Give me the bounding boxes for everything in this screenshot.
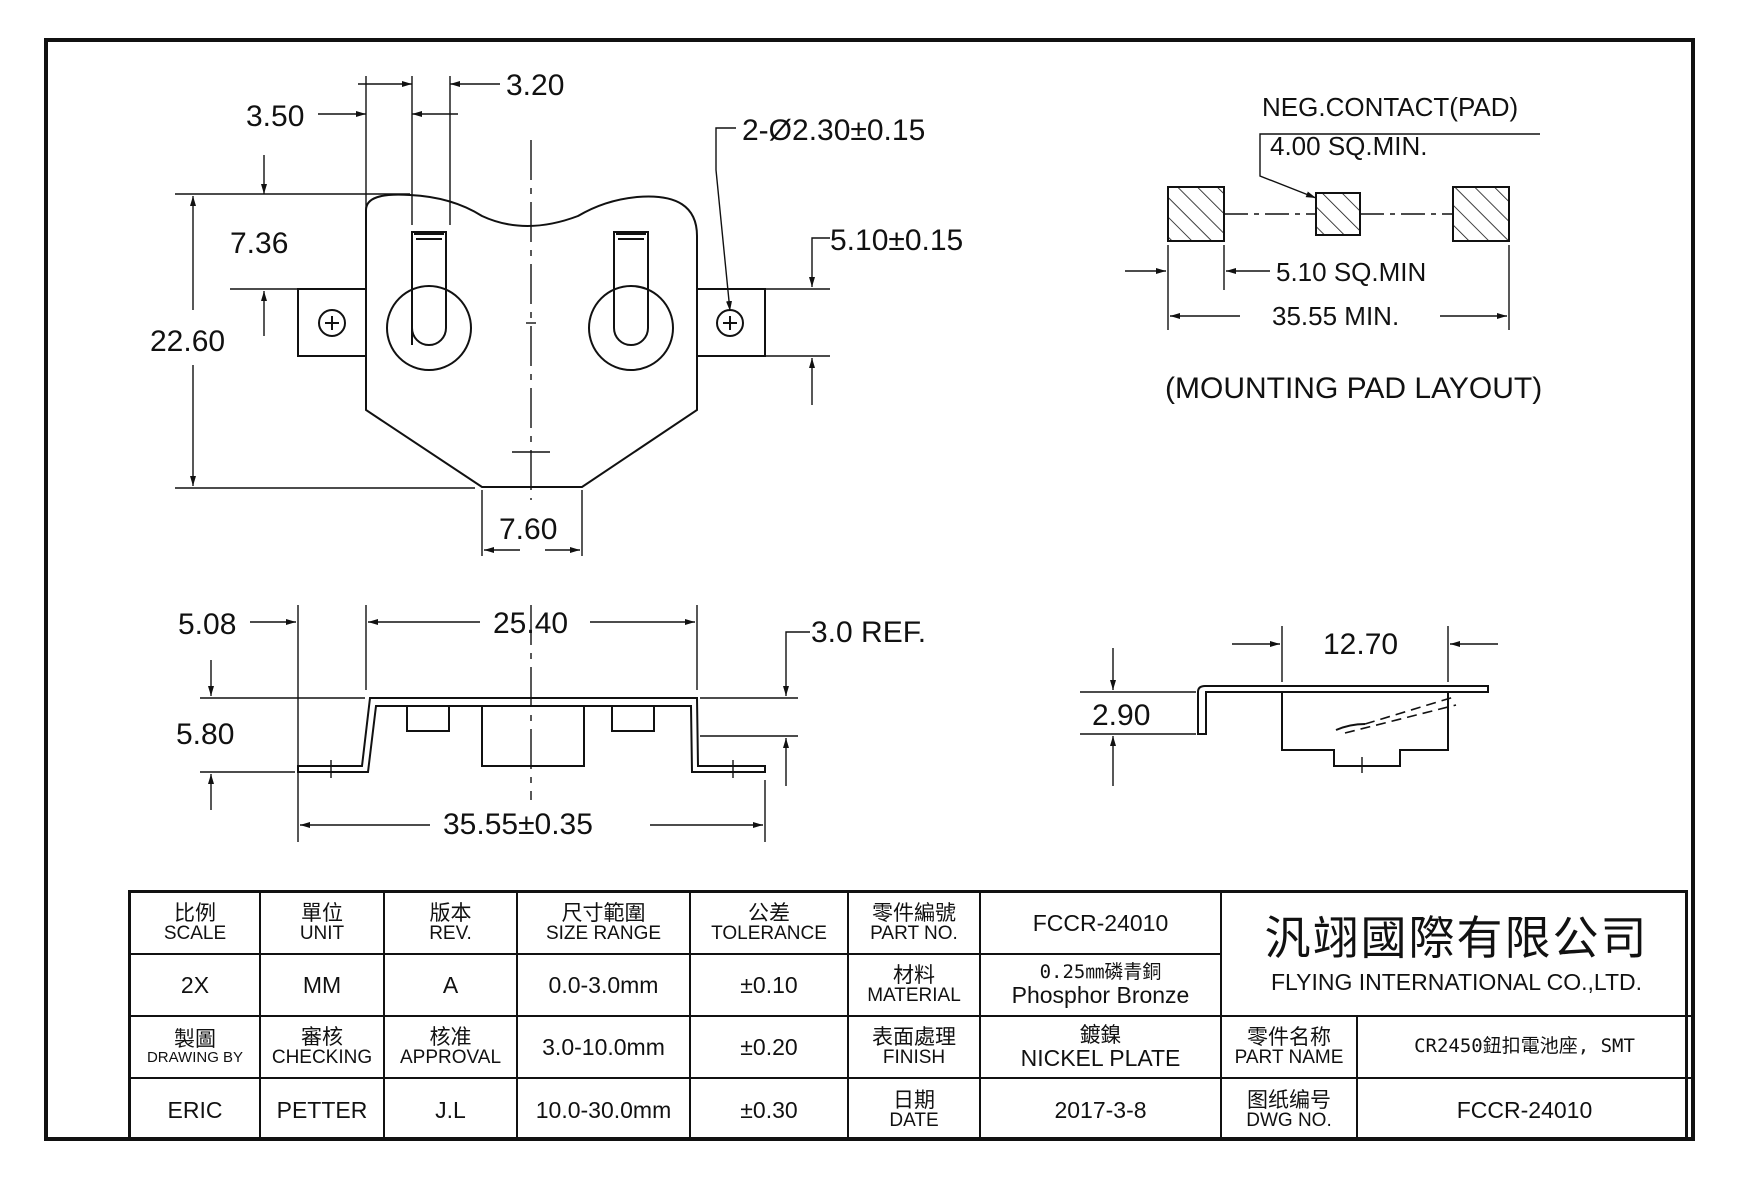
part-no-value: FCCR-24010 [981,893,1222,955]
unit-value: MM [261,955,385,1017]
right-contact-tongue [613,231,649,346]
left-contact-ring [386,285,472,371]
span-label: 35.55 MIN. [1272,301,1399,331]
left-pad [1167,186,1225,242]
side-profile [297,697,766,773]
part-name-value: CR2450鈕扣電池座, SMT [1358,1017,1691,1079]
dim-hole: 2-Ø2.30±0.15 [742,114,925,147]
size-range-3: 10.0-30.0mm [518,1079,691,1141]
dim-3-ref: 3.0 REF. [811,616,926,649]
top-view [175,76,830,556]
left-tab [297,288,367,357]
neg-contact-pad [1315,192,1361,236]
sq-5-label: 5.10 SQ.MIN [1276,257,1426,287]
checker-name: PETTER [261,1079,385,1141]
mounting-pad-layout [1125,133,1540,330]
date-value: 2017-3-8 [981,1079,1222,1141]
sq-4-label: 4.00 SQ.MIN. [1270,131,1428,161]
end-view-dimensions: 12.70 2.90 [1092,628,1398,732]
dim-2-90: 2.90 [1092,699,1150,732]
rev-value: A [385,955,518,1017]
size-range-2: 3.0-10.0mm [518,1017,691,1079]
tolerance-3: ±0.30 [691,1079,849,1141]
right-pad [1452,186,1510,242]
dwg-no-value: FCCR-24010 [1456,1096,1593,1123]
tolerance-1: ±0.10 [691,955,849,1017]
end-view [1080,626,1498,786]
dim-5-80: 5.80 [176,718,234,751]
side-view [200,605,810,842]
right-tab [696,288,766,357]
dim-35-55: 35.55±0.35 [443,808,593,841]
dim-12-70: 12.70 [1323,628,1398,661]
end-profile-top [1197,685,1489,735]
size-range-1: 0.0-3.0mm [518,955,691,1017]
side-center-body [481,705,585,767]
scale-value: 2X [131,955,261,1017]
neg-contact-label: NEG.CONTACT(PAD) [1262,92,1518,122]
dim-5-10: 5.10±0.15 [830,224,963,257]
dim-7-60: 7.60 [499,513,557,546]
end-profile-body [1281,692,1449,767]
top-view-dimensions: 3.20 3.50 2-Ø2.30±0.15 7.36 5.10±0.15 22… [150,69,963,546]
approver-name: J.L [385,1079,518,1141]
dim-22-60: 22.60 [150,325,225,358]
holder-body-outline [365,193,698,488]
mounting-pad-labels: NEG.CONTACT(PAD) 4.00 SQ.MIN. 5.10 SQ.MI… [1165,92,1542,405]
mounting-pad-caption: (MOUNTING PAD LAYOUT) [1165,372,1542,405]
left-hole-icon [318,309,346,337]
side-tab-left [406,705,450,732]
side-view-dimensions: 5.08 25.40 3.0 REF. 5.80 35.55±0.35 [176,607,926,841]
dim-3-50: 3.50 [246,100,304,133]
dim-5-08: 5.08 [178,608,236,641]
tolerance-2: ±0.20 [691,1017,849,1079]
drawer-name: ERIC [131,1079,261,1141]
side-tab-right [611,705,655,732]
dim-3-20: 3.20 [506,69,564,102]
right-contact-ring [588,285,674,371]
dim-7-36: 7.36 [230,227,288,260]
dim-25-40: 25.40 [493,607,568,640]
